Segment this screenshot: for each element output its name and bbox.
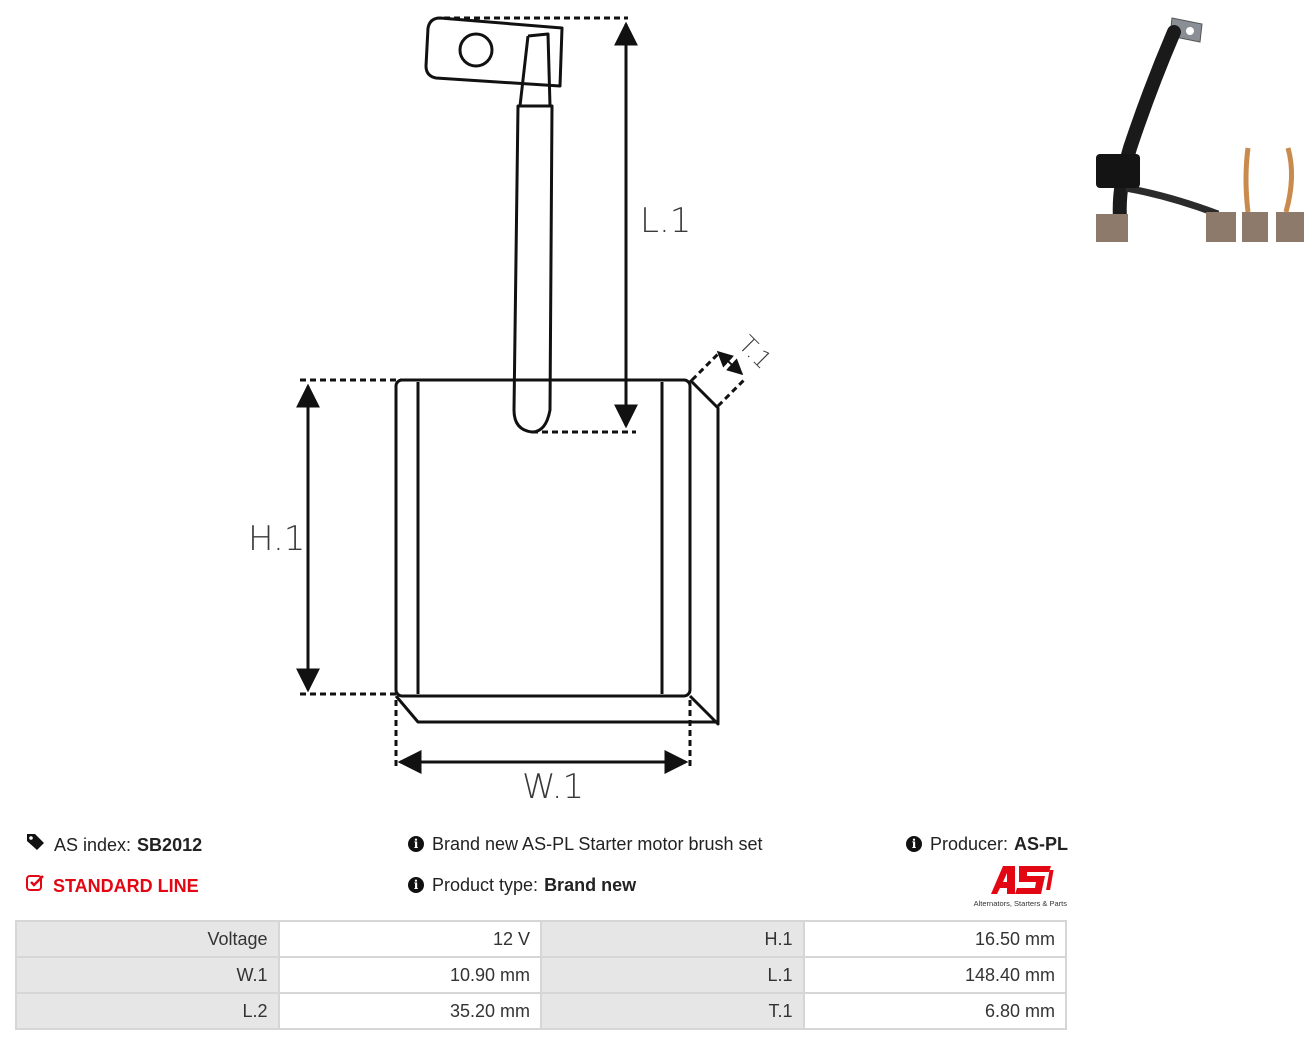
brush-body xyxy=(394,378,692,698)
spec-value: 148.40 mm xyxy=(804,958,1065,992)
spec-value: 35.20 mm xyxy=(279,994,540,1028)
terminal-lug xyxy=(424,16,564,88)
shunt-wire xyxy=(518,32,552,108)
t1-label: T.1 xyxy=(733,330,777,374)
specs-table: Voltage 12 V H.1 16.50 mm W.1 10.90 mm L… xyxy=(15,920,1067,1030)
spec-label: L.1 xyxy=(542,958,803,992)
spec-value: 12 V xyxy=(279,922,540,956)
check-square-icon xyxy=(26,874,45,897)
as-pl-logo: Alternators, Starters & Parts xyxy=(974,866,1068,908)
table-row: W.1 10.90 mm L.1 148.40 mm xyxy=(17,958,1065,992)
svg-text:Alternators, Starters & Parts: Alternators, Starters & Parts xyxy=(974,899,1068,908)
t1-dimension-line xyxy=(716,350,744,376)
h1-label: H.1 xyxy=(248,519,305,559)
product-type-value: Brand new xyxy=(544,875,637,895)
tags-icon xyxy=(26,833,46,856)
spec-label: L.2 xyxy=(17,994,278,1028)
spec-label: H.1 xyxy=(542,922,803,956)
l1-label: L.1 xyxy=(640,201,691,241)
product-photo[interactable] xyxy=(1090,8,1306,244)
info-icon: i xyxy=(906,836,922,852)
spec-label: Voltage xyxy=(17,922,278,956)
producer-label: Producer: xyxy=(930,834,1009,854)
description-text: Brand new AS-PL Starter motor brush set xyxy=(432,834,763,854)
producer-value: AS-PL xyxy=(1014,834,1069,854)
standard-line-label: STANDARD LINE xyxy=(53,875,199,896)
brush-dimension-diagram: L.1 H.1 W.1 T.1 xyxy=(248,16,777,807)
standard-line-badge: STANDARD LINE xyxy=(26,874,199,897)
table-row: L.2 35.20 mm T.1 6.80 mm xyxy=(17,994,1065,1028)
spec-value: 6.80 mm xyxy=(804,994,1065,1028)
terminal-hole xyxy=(458,32,494,68)
table-row: Voltage 12 V H.1 16.50 mm xyxy=(17,922,1065,956)
spec-value: 16.50 mm xyxy=(804,922,1065,956)
producer: i Producer: AS-PL xyxy=(906,833,1068,855)
as-index-label: AS index: xyxy=(54,834,132,855)
spec-value: 10.90 mm xyxy=(279,958,540,992)
product-type: i Product type: Brand new xyxy=(408,874,636,896)
spec-label: T.1 xyxy=(542,994,803,1028)
as-index: AS index: SB2012 xyxy=(26,833,202,856)
info-icon: i xyxy=(408,836,424,852)
as-index-value: SB2012 xyxy=(137,834,203,855)
product-type-label: Product type: xyxy=(432,875,539,895)
description: i Brand new AS-PL Starter motor brush se… xyxy=(408,833,763,855)
spec-label: W.1 xyxy=(17,958,278,992)
info-icon: i xyxy=(408,877,424,893)
w1-label: W.1 xyxy=(522,767,584,807)
